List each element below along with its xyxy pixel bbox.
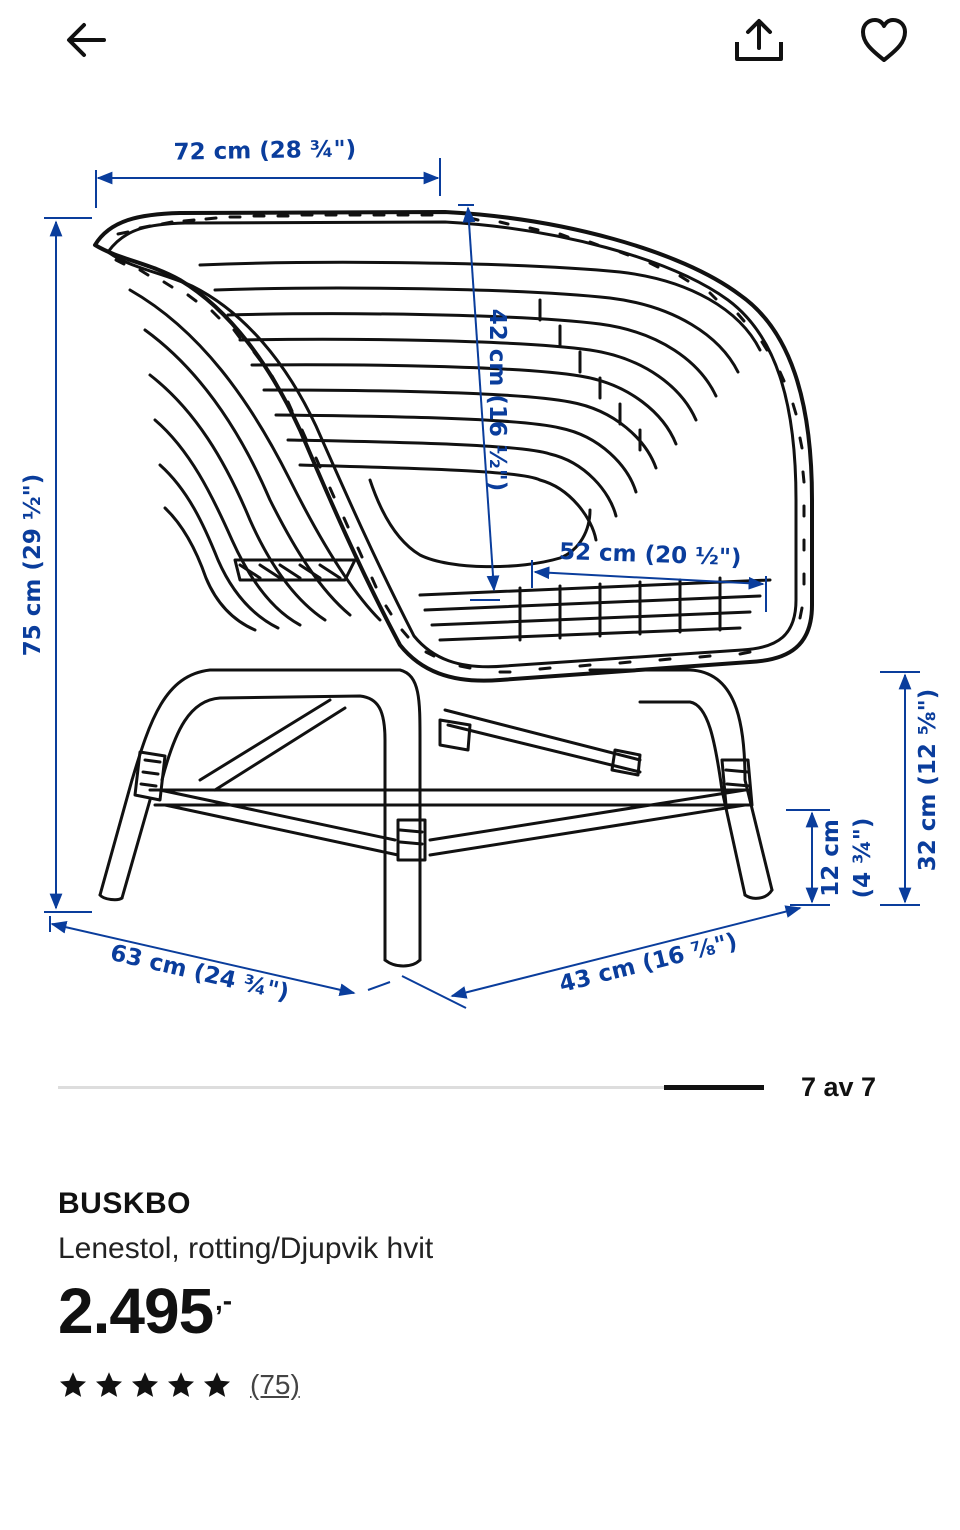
review-count-link[interactable]: (75) [250, 1369, 300, 1400]
dimension-label-stretcher-height-inches: (4 ¾") [850, 818, 876, 899]
heart-icon [861, 18, 907, 62]
arrow-left-icon [67, 23, 106, 57]
dimension-label-back-height: 42 cm (16 ½") [484, 309, 510, 491]
star-icon [132, 1372, 158, 1397]
star-icon [60, 1372, 86, 1397]
star-icon [96, 1372, 122, 1397]
pager-track[interactable] [58, 1086, 764, 1089]
product-name: BUSKBO [58, 1187, 192, 1220]
price-suffix: ,- [215, 1285, 233, 1316]
pager-label: 7 av 7 [801, 1072, 877, 1102]
rating-stars [58, 1370, 232, 1400]
gallery-pager: 7 av 7 [58, 1066, 898, 1110]
dimension-label-seat-height: 32 cm (12 ⅝") [915, 689, 941, 871]
dimension-label-stretcher-height: 12 cm [818, 819, 844, 897]
dimension-label-width: 72 cm (28 ¾") [173, 136, 356, 165]
pager-thumb[interactable] [664, 1085, 764, 1090]
dimension-label-total-height: 75 cm (29 ½") [20, 474, 46, 656]
favorite-button[interactable] [856, 12, 912, 68]
top-bar [0, 0, 960, 90]
product-price: 2.495,- [58, 1275, 918, 1347]
product-info: BUSKBO Lenestol, rotting/Djupvik hvit 2.… [58, 1185, 918, 1405]
back-button[interactable] [60, 14, 112, 66]
star-icon [168, 1372, 194, 1397]
star-icon [204, 1372, 230, 1397]
product-image-gallery[interactable]: 72 cm (28 ¾") 75 cm (29 ½") 42 cm (16 ½"… [0, 100, 960, 1030]
product-description: Lenestol, rotting/Djupvik hvit [58, 1232, 434, 1265]
chair-dimension-drawing: 72 cm (28 ¾") 75 cm (29 ½") 42 cm (16 ½"… [20, 136, 941, 1009]
price-integer: 2.495 [58, 1275, 214, 1347]
product-rating[interactable]: (75) [58, 1365, 918, 1405]
share-button[interactable] [730, 14, 788, 66]
share-icon [735, 19, 783, 61]
dimension-label-seat-width: 52 cm (20 ½") [559, 539, 742, 571]
